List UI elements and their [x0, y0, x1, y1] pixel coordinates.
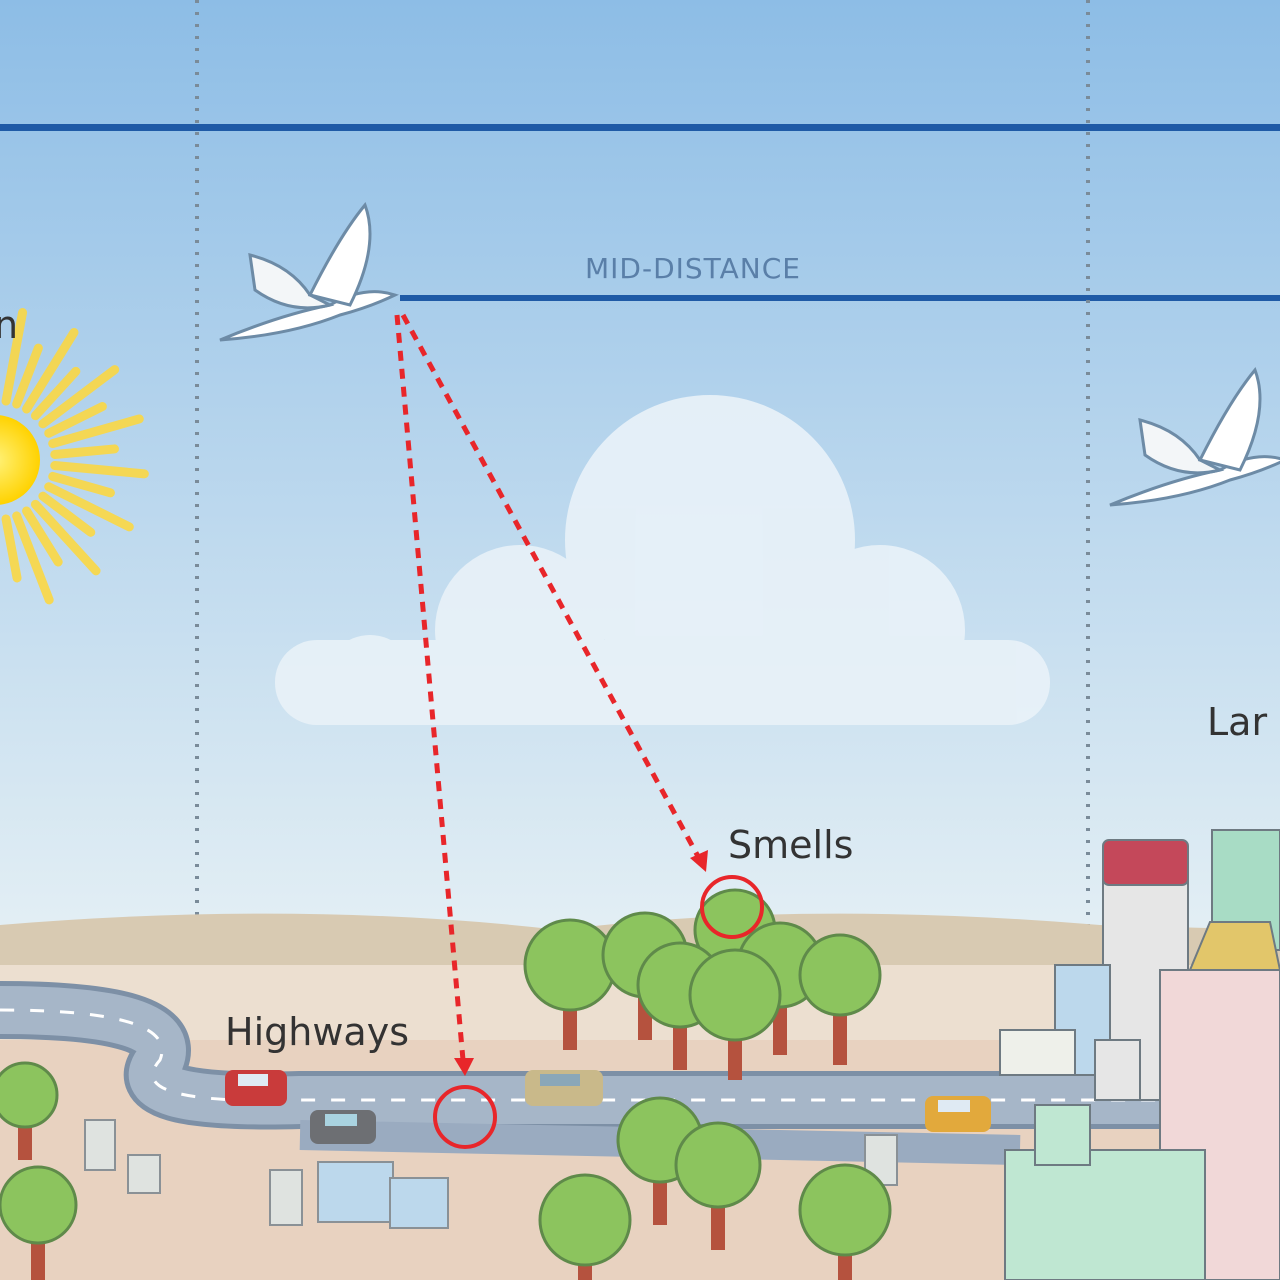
- sun-ray: [48, 414, 144, 449]
- sun-ray: [12, 511, 54, 605]
- trees: [0, 888, 892, 1280]
- sun-ray: [22, 506, 63, 567]
- sun-ray: [48, 471, 115, 498]
- far-distance-line: [0, 124, 1280, 131]
- tree: [798, 933, 882, 1065]
- arrow-to-smells: [400, 313, 703, 862]
- small-buildings: [84, 1119, 898, 1229]
- smells-target-circle: [700, 875, 764, 939]
- car: [225, 1070, 287, 1106]
- highways-label: Highways: [225, 1010, 409, 1054]
- sun-ray: [30, 366, 81, 421]
- mid-distance-line: [400, 295, 1280, 301]
- sun-ray: [44, 482, 134, 532]
- landmarks-label: Lar: [1207, 700, 1267, 744]
- sun-ray: [30, 499, 101, 576]
- sun-label: n: [0, 303, 18, 347]
- arrowhead: [454, 1058, 474, 1076]
- smells-label: Smells: [728, 823, 853, 867]
- sun-ray: [44, 402, 107, 438]
- car: [525, 1070, 603, 1106]
- sun-icon: [0, 308, 149, 605]
- sun-ray: [12, 343, 43, 409]
- tree: [538, 1173, 632, 1280]
- mid-distance-label: MID-DISTANCE: [585, 252, 801, 285]
- tree: [674, 1121, 762, 1250]
- car: [925, 1096, 991, 1132]
- sun-ray: [50, 461, 149, 479]
- sun-ray: [50, 444, 119, 459]
- sun-ray: [38, 365, 120, 429]
- bird-icon: [219, 202, 399, 342]
- sun-ray: [1, 514, 22, 583]
- tree: [0, 1165, 78, 1280]
- tree: [688, 948, 782, 1080]
- city-skyline: [999, 829, 1280, 1280]
- arrowhead: [690, 850, 708, 872]
- bird-icon: [1109, 367, 1280, 507]
- cloud: [275, 395, 1050, 725]
- car: [310, 1110, 376, 1144]
- highways-target-circle: [433, 1085, 497, 1149]
- tree: [0, 1061, 59, 1160]
- sun-ray: [38, 491, 96, 537]
- tree: [798, 1163, 892, 1280]
- sun-ray: [1, 308, 28, 406]
- sun-ray: [22, 327, 79, 414]
